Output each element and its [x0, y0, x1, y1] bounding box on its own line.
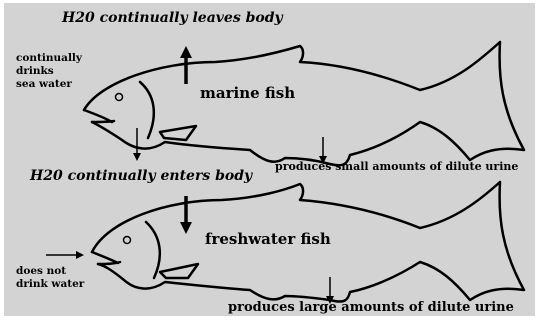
- freshwater-drinks-line1: does not: [16, 265, 84, 278]
- marine-drinks-line2: drinks: [16, 65, 82, 78]
- marine-drinks-line3: sea water: [16, 78, 82, 91]
- freshwater-urine-label: produces large amounts of dilute urine: [228, 300, 514, 315]
- freshwater-no-drink-note: does not drink water: [16, 265, 84, 291]
- freshwater-drinks-line2: drink water: [16, 278, 84, 291]
- marine-drinks-note: continually drinks sea water: [16, 52, 82, 91]
- marine-drinks-line1: continually: [16, 52, 82, 65]
- freshwater-title: H20 continually enters body: [30, 168, 252, 184]
- marine-fish-outline: [84, 42, 524, 165]
- freshwater-fish-label: freshwater fish: [205, 230, 331, 248]
- marine-title: H20 continually leaves body: [62, 10, 283, 26]
- marine-fish-label: marine fish: [200, 84, 295, 102]
- marine-urine-label: produces small amounts of dilute urine: [275, 160, 518, 173]
